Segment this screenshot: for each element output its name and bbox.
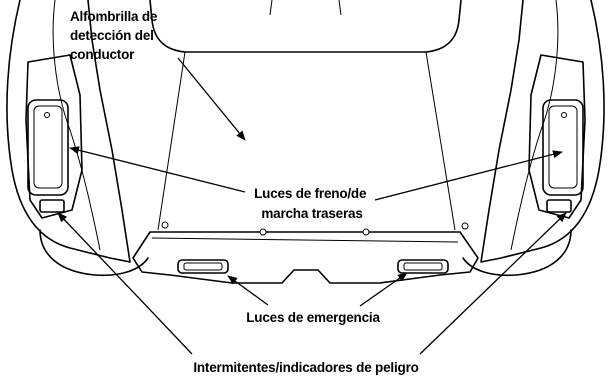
right-fender-inner: [510, 0, 559, 251]
right-brake-light-screw: [561, 112, 567, 118]
left-brake-light-screw: [44, 112, 50, 118]
right-turn-signal: [546, 199, 572, 213]
left-emergency-light: [177, 259, 229, 274]
driver-mat-label-line1: Alfombrilla de: [70, 9, 158, 24]
right-brake-light: [542, 99, 584, 196]
rear-deck: [149, 0, 462, 53]
right-wheel: [462, 229, 572, 277]
right-brake-light-lens: [548, 105, 578, 189]
left-emergency-light-lens: [183, 262, 223, 271]
deck-left-rail: [157, 51, 186, 231]
driver-mat-label-line3: conductor: [70, 47, 135, 62]
left-fender-inner: [52, 0, 101, 251]
left-turn-signal: [39, 199, 65, 213]
emergency-leader-left: [227, 275, 269, 306]
bolt: [161, 221, 169, 229]
bumper-line: [151, 237, 459, 243]
leader-lines: [57, 57, 567, 355]
deck-top-edge: [269, 0, 342, 16]
brake-light-leader-left: [69, 146, 246, 193]
bolt: [461, 222, 469, 230]
deck-right-rail: [425, 51, 456, 231]
driver-mat-label: Alfombrilla de detección del conductor: [70, 9, 161, 62]
brake-lights-label-line1: Luces de freno/de: [254, 186, 367, 201]
brake-lights-label: Luces de freno/de marcha traseras: [254, 186, 370, 221]
right-emergency-light: [397, 259, 449, 274]
bolt: [362, 228, 370, 236]
rear-bumper: [132, 231, 479, 284]
turn-signal-leader-left: [57, 212, 193, 355]
right-fender: [480, 0, 605, 263]
emergency-lights-label: Luces de emergencia: [246, 310, 380, 325]
brake-light-leader-right: [374, 150, 563, 201]
left-brake-light: [27, 99, 69, 196]
right-emergency-light-lens: [403, 262, 443, 271]
left-brake-light-lens: [33, 105, 63, 189]
left-wheel: [39, 229, 149, 277]
turn-signals-label: Intermitentes/indicadores de peligro: [193, 360, 418, 375]
emergency-leader-right: [359, 272, 408, 307]
driver-mat-label-line2: detección del: [70, 28, 154, 43]
vehicle-body: [6, 0, 605, 284]
mat-leader: [177, 57, 246, 141]
callouts: Alfombrilla de detección del conductor L…: [70, 9, 419, 375]
turn-signal-leader-right: [419, 212, 567, 355]
brake-lights-label-line2: marcha traseras: [261, 206, 362, 221]
left-fender: [6, 0, 131, 263]
bolt: [259, 228, 267, 236]
